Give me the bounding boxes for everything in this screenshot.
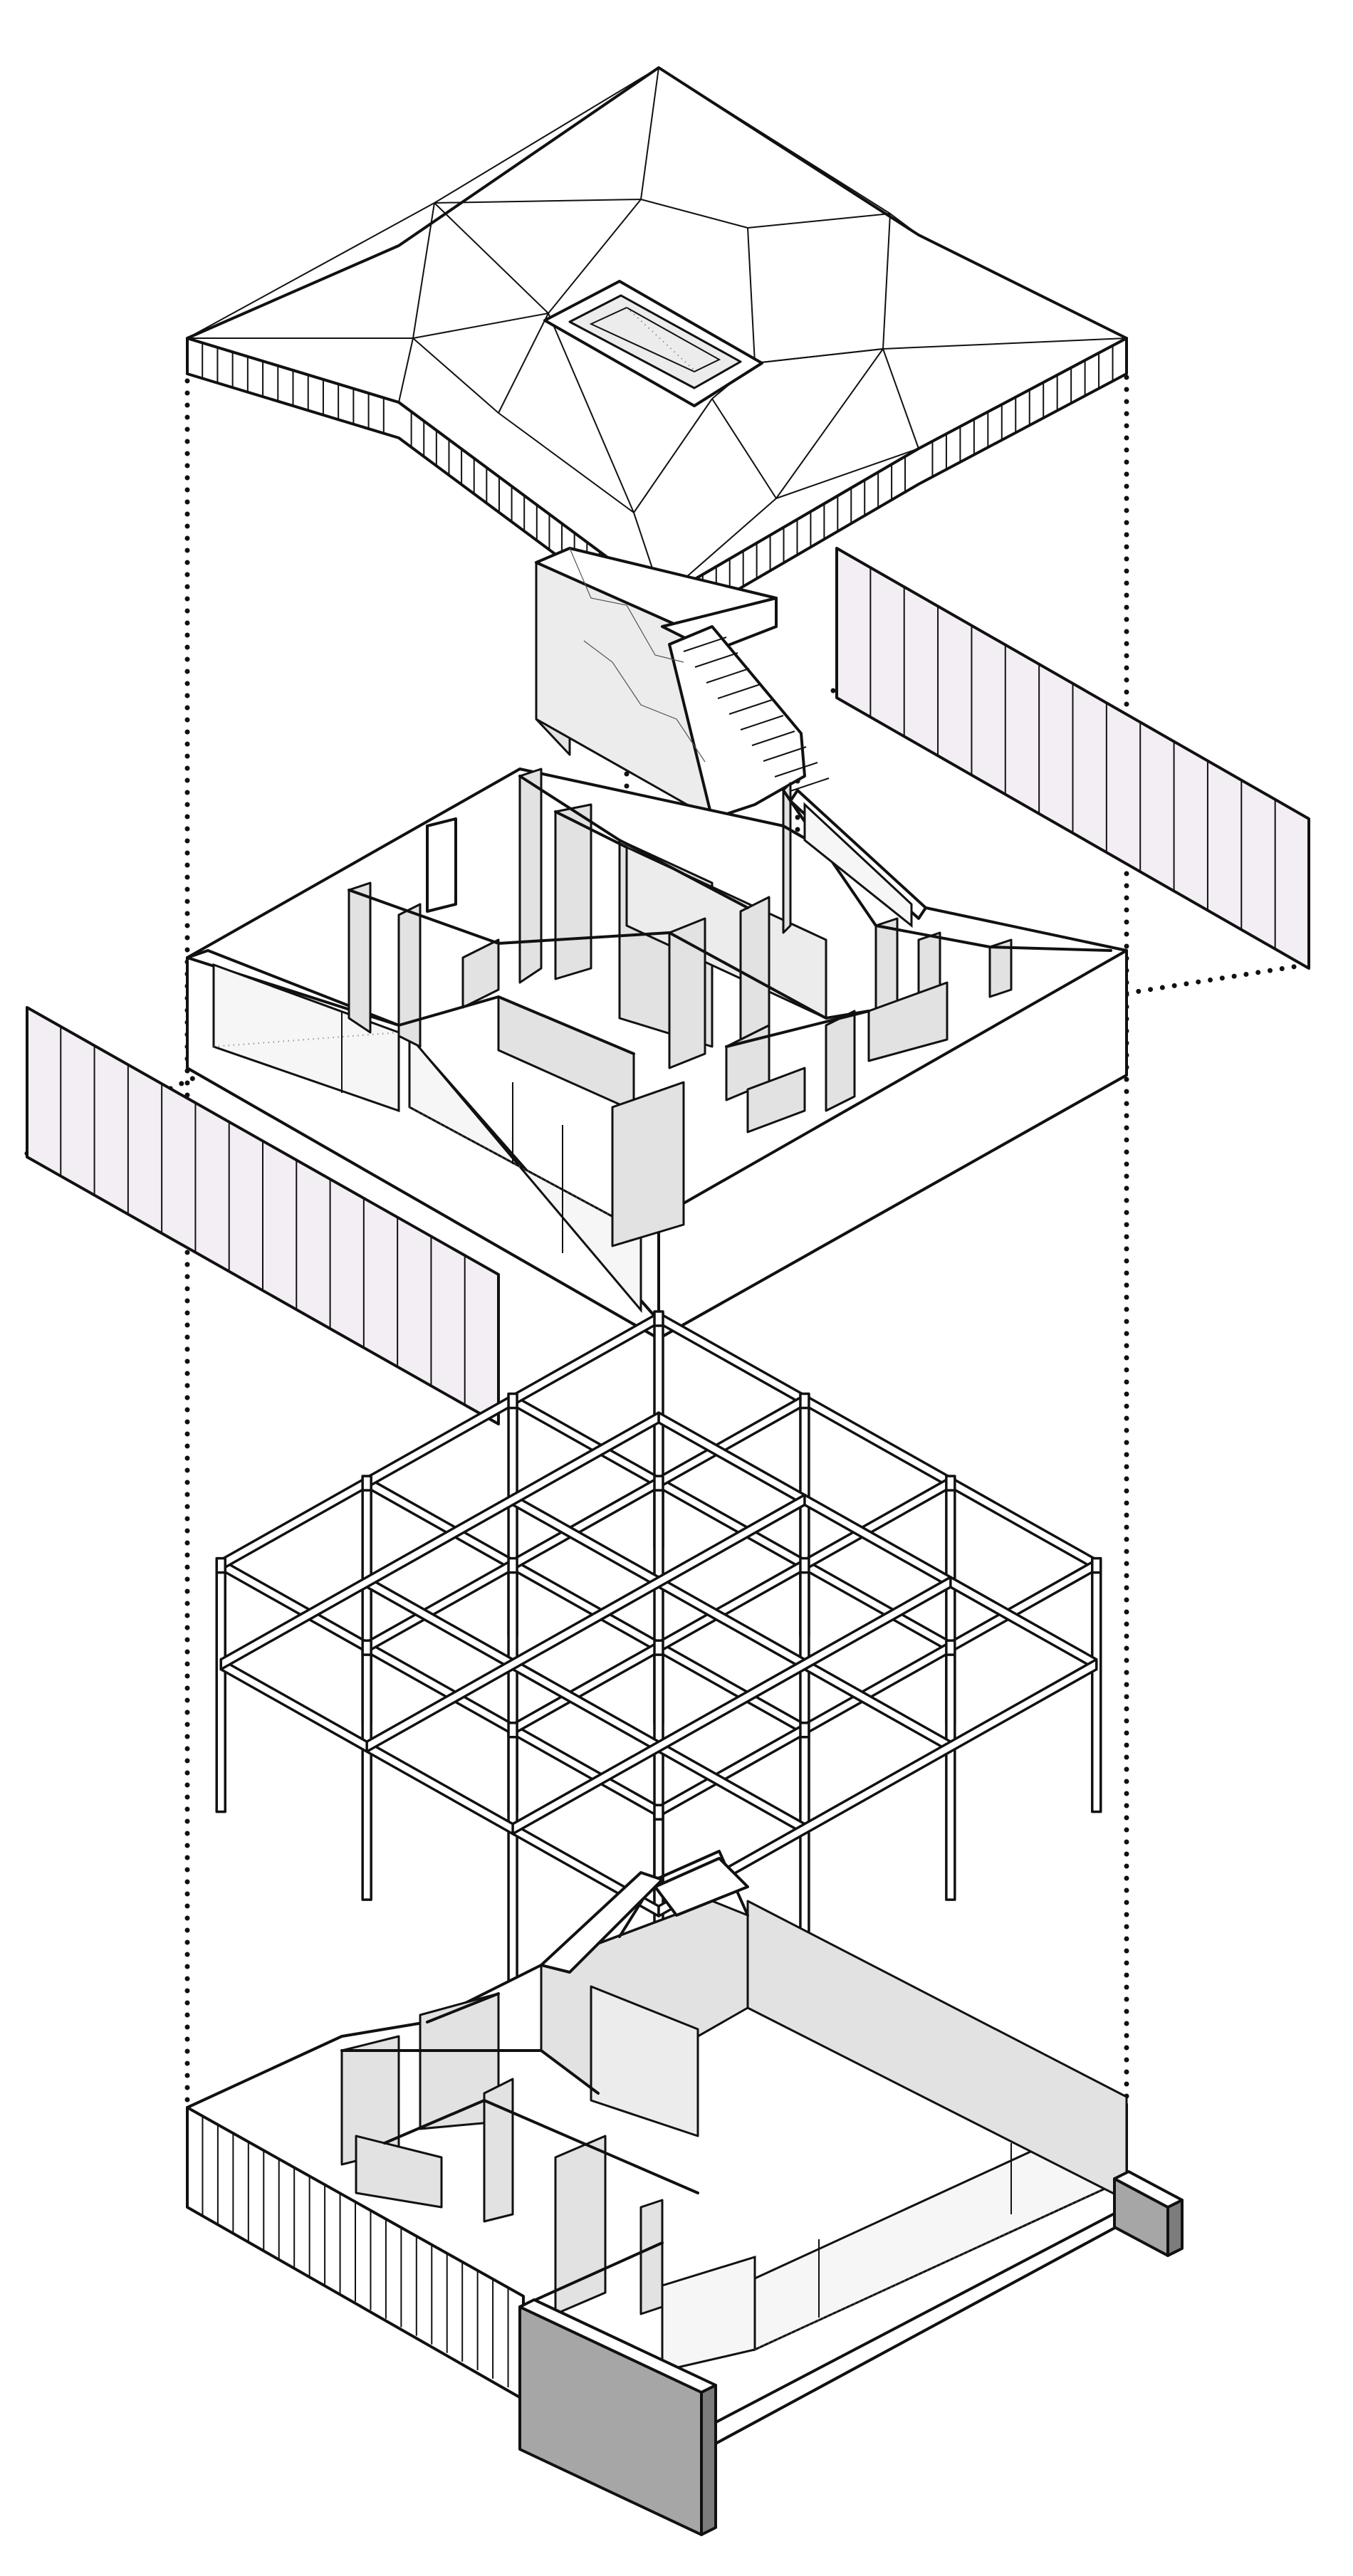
frame-beam	[657, 1658, 1098, 1917]
frame-beam	[365, 1493, 806, 1753]
stair-tread	[694, 652, 738, 668]
frame-column-head	[361, 1639, 372, 1656]
screen-panel-left	[26, 1006, 500, 1425]
frame-column	[215, 1558, 226, 1813]
frame-column	[945, 1640, 956, 1901]
stair-tread	[763, 746, 807, 762]
ground-floor-layer	[186, 1850, 1184, 2536]
frame-column-head	[507, 1392, 518, 1410]
stair-tread	[683, 637, 727, 652]
stair-tread	[728, 699, 773, 715]
frame-column-head	[799, 1556, 810, 1574]
frame-column-head	[507, 1721, 518, 1739]
stair-tread	[751, 731, 795, 746]
frame-column	[1091, 1558, 1102, 1813]
frame-column-head	[799, 1392, 810, 1410]
frame-beam	[511, 1576, 952, 1836]
frame-column-head	[361, 1475, 372, 1492]
frame-column-head	[945, 1639, 956, 1656]
frame-column-head	[945, 1475, 956, 1492]
frame-column	[361, 1640, 372, 1901]
frame-column-head	[653, 1475, 664, 1492]
frame-column-head	[653, 1803, 664, 1821]
stair-tread	[774, 762, 818, 777]
frame-column-head	[653, 1310, 664, 1327]
upper-wall-front-right	[657, 949, 1128, 1340]
upper-glazing-left	[212, 963, 400, 1113]
skylight-glass	[568, 294, 742, 389]
frame-column-head	[653, 1639, 664, 1656]
stair-treads	[683, 637, 830, 793]
frame-column	[507, 1722, 518, 1989]
stair-tread	[740, 715, 784, 731]
stair-core-layer	[535, 547, 830, 820]
frame-column-head	[215, 1556, 226, 1574]
upper-floor-layer	[186, 768, 1128, 1340]
frame-beam	[219, 1411, 660, 1671]
roof-layer	[186, 66, 1128, 635]
screen-panel-right	[835, 547, 1310, 970]
skylight-inner	[589, 306, 721, 373]
frame-column-head	[507, 1556, 518, 1574]
frame-column-head	[1091, 1556, 1102, 1574]
frame-column-head	[799, 1721, 810, 1739]
stair-tread	[706, 668, 750, 684]
stair-tread	[717, 684, 761, 699]
stair-tread	[785, 777, 830, 793]
structural-frame-layer	[215, 1310, 1102, 2077]
